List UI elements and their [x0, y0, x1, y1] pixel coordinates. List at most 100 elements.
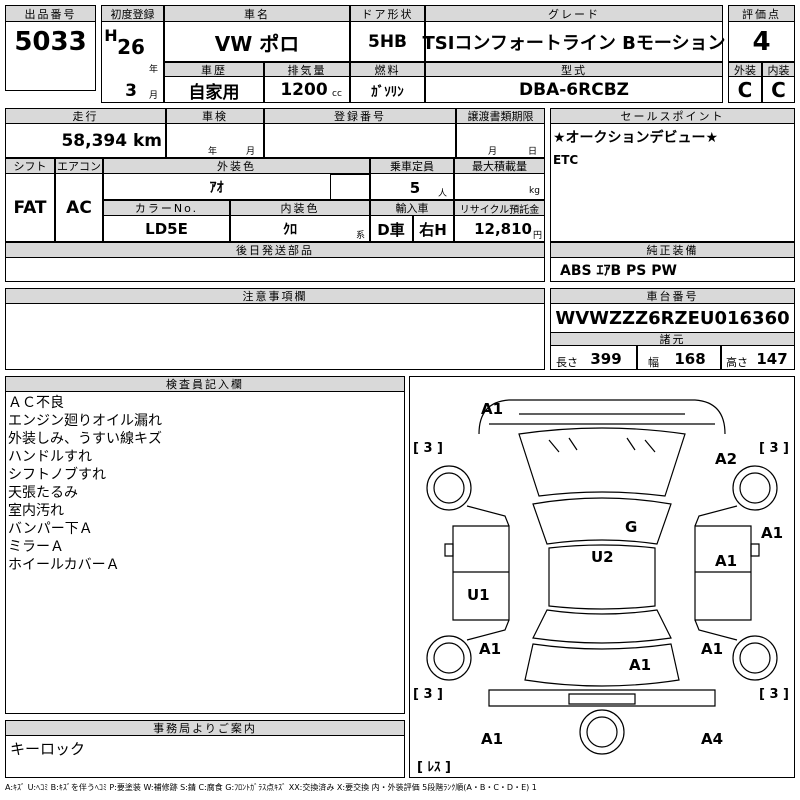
capacity-label: 乗車定員 — [370, 158, 454, 174]
note-line: シフトノブすれ — [8, 467, 106, 483]
note-line: 天張たるみ — [8, 485, 78, 501]
ext-color: ｱｵ — [209, 180, 224, 196]
note-line: 外装しみ、うすい線キズ — [8, 431, 162, 447]
int-color: ｸﾛ — [283, 222, 297, 238]
tire-rear-left: [ 3 ] — [413, 687, 443, 702]
wheel-rear-right — [732, 635, 778, 681]
era: H — [104, 25, 118, 45]
spec-divider-2 — [720, 346, 722, 370]
left-pillar-lines — [466, 505, 510, 641]
exterior-grade: C — [737, 78, 753, 102]
equipment-label: 純正装備 — [550, 242, 795, 258]
shift: FAT — [13, 198, 47, 218]
transfer-day-unit: 日 — [528, 147, 538, 157]
office-label: 事務局よりご案内 — [5, 720, 405, 736]
note-line: ミラーＡ — [8, 539, 64, 555]
reg-month: 3 — [125, 81, 137, 101]
handle-side: 右H — [419, 220, 447, 239]
spec-label: 諸元 — [550, 332, 795, 346]
max-load-unit: kg — [529, 186, 540, 196]
model: DBA-6RCBZ — [519, 80, 629, 100]
displacement-label: 排気量 — [264, 62, 350, 77]
front-bumper-outline — [478, 399, 726, 435]
length: 399 — [590, 350, 622, 368]
color-no-label: カラーNo. — [103, 200, 230, 216]
width: 168 — [674, 350, 706, 368]
interior-label: 内装 — [762, 62, 795, 77]
grade-label: グレード — [425, 5, 723, 22]
tire-front-left: [ 3 ] — [413, 441, 443, 456]
inspector-notes: ＡＣ不良 エンジン廻りオイル漏れ 外装しみ、うすい線キズ ハンドルすれ シフトノ… — [8, 394, 398, 574]
inspector-box — [5, 376, 405, 714]
recycle-label: リサイクル預託金 — [454, 200, 545, 216]
capacity-unit: 人 — [438, 189, 448, 199]
reg-year: 26 — [117, 35, 145, 59]
note-line: 室内汚れ — [8, 503, 64, 519]
score-label: 評価点 — [728, 5, 795, 22]
spec-divider-1 — [636, 346, 638, 370]
wheel-front-right — [732, 465, 778, 511]
note-line: ＡＣ不良 — [8, 395, 64, 411]
displacement-unit: cc — [332, 89, 342, 99]
lot-number: 5033 — [14, 27, 87, 57]
mark-rear-bumper-left: A1 — [481, 730, 503, 748]
wheel-front-left — [426, 465, 472, 511]
inspection-month-unit: 月 — [246, 147, 256, 157]
color-no: LD5E — [145, 220, 188, 238]
trunk-outline — [524, 643, 680, 687]
sales-point-line2: ETC — [553, 153, 579, 167]
mark-door-right: A1 — [715, 552, 737, 570]
plate-outline — [568, 693, 636, 705]
mark-front-left: A1 — [481, 400, 503, 418]
ext-color-sub-box — [330, 174, 370, 200]
left-side-outline — [452, 525, 510, 621]
fuel: ｶﾞｿﾘﾝ — [371, 84, 404, 100]
width-label: 幅 — [648, 356, 659, 369]
exterior-label: 外装 — [728, 62, 762, 77]
int-color-unit: 系 — [356, 231, 366, 241]
tire-spare: [ ﾚｽ ] — [417, 760, 451, 775]
vin-label: 車台番号 — [550, 288, 795, 304]
caution-label: 注意事項欄 — [5, 288, 545, 304]
height: 147 — [756, 350, 788, 368]
note-line: バンパー下Ａ — [8, 521, 93, 537]
equipment: ABS ｴｱB PS PW — [560, 263, 677, 279]
mark-rear-left-wheel: A1 — [479, 640, 501, 658]
inspector-label: 検査員記入欄 — [5, 376, 405, 392]
shift-label: シフト — [5, 158, 55, 174]
right-side-outline — [694, 525, 752, 621]
transfer-month-unit: 月 — [488, 147, 498, 157]
model-label: 型式 — [425, 62, 723, 77]
note-line: ハンドルすれ — [8, 449, 92, 465]
inspection-label: 車検 — [166, 108, 264, 124]
mark-door-left: U1 — [467, 586, 490, 604]
mark-rear-bumper-right: A4 — [701, 730, 723, 748]
sales-point-box — [550, 108, 795, 242]
transfer-label: 譲渡書類期限 — [456, 108, 545, 124]
rear-bumper-outline — [488, 689, 716, 707]
car-name-label: 車名 — [164, 5, 350, 22]
tire-rear-right: [ 3 ] — [759, 687, 789, 702]
mark-hood: G — [625, 518, 637, 536]
door-label: ドア形状 — [350, 5, 425, 22]
ext-color-label: 外装色 — [103, 158, 370, 174]
mark-rear-right-wheel: A1 — [701, 640, 723, 658]
mark-front-right: A2 — [715, 450, 737, 468]
import-label: 輸入車 — [370, 200, 454, 216]
door-type: 5HB — [367, 32, 407, 52]
later-parts-label: 後日発送部品 — [5, 242, 545, 258]
office-note: キーロック — [10, 740, 86, 758]
hood-marks — [548, 437, 656, 453]
recycle-fee: 12,810 — [474, 220, 532, 238]
first-reg-label: 初度登録 — [101, 5, 164, 22]
tire-front-right: [ 3 ] — [759, 441, 789, 456]
right-pillar-lines — [694, 505, 738, 641]
capacity: 5 — [409, 179, 421, 197]
lot-label: 出品番号 — [5, 5, 96, 22]
rear-window-outline — [532, 609, 672, 644]
hood-outline — [518, 427, 686, 497]
sales-point-line1: ★オークションデビュー★ — [553, 130, 719, 146]
history-label: 車歴 — [164, 62, 264, 77]
note-line: エンジン廻りオイル漏れ — [8, 413, 162, 429]
car-diagram-box — [409, 376, 795, 778]
